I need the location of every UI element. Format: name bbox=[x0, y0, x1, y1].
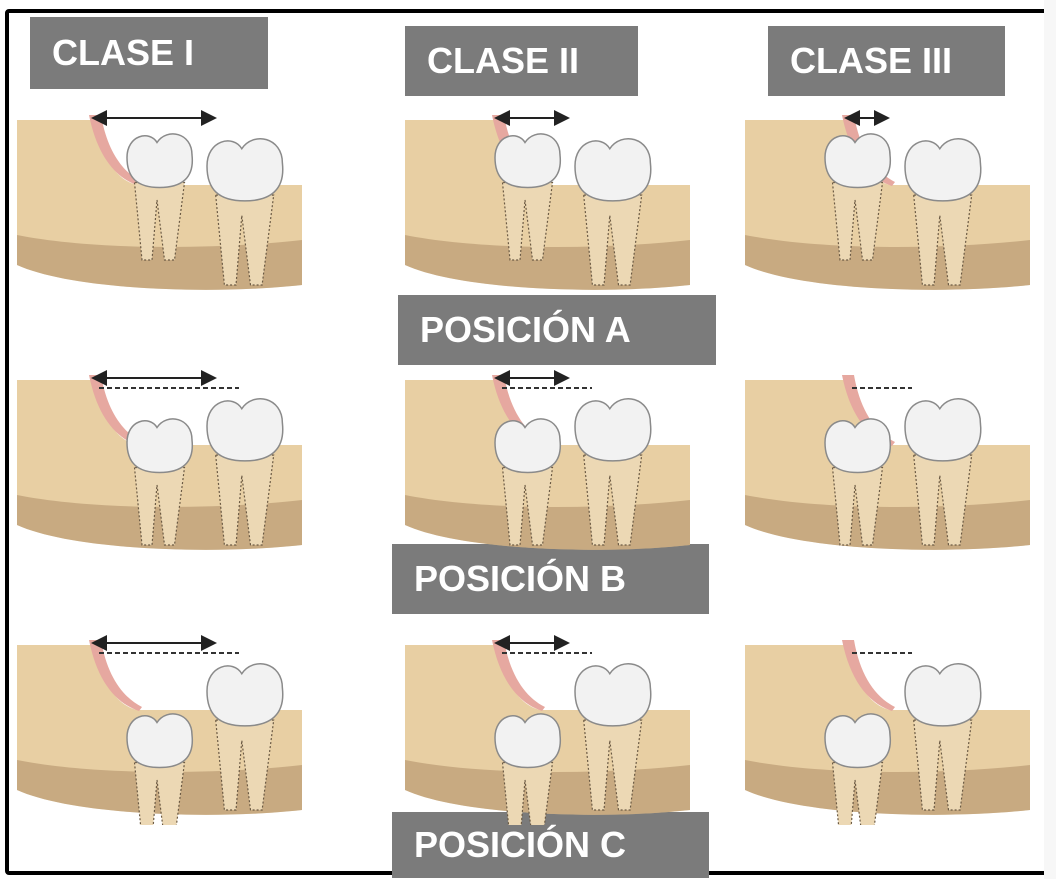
third-molar-crown bbox=[127, 134, 192, 188]
second-molar-crown bbox=[207, 139, 283, 201]
illustration-canvas bbox=[400, 100, 700, 300]
tooth-illustration-clase-3-posicion-c bbox=[740, 625, 1040, 825]
label-clase-1: CLASE I bbox=[30, 17, 268, 89]
second-molar-crown bbox=[905, 399, 981, 461]
tooth-illustration-clase-1-posicion-a bbox=[12, 100, 312, 300]
tooth-illustration-clase-3-posicion-a bbox=[740, 100, 1040, 300]
tooth-illustration-clase-2-posicion-c bbox=[400, 625, 700, 825]
illustration-canvas bbox=[740, 625, 1040, 825]
tooth-illustration-clase-2-posicion-a bbox=[400, 100, 700, 300]
third-molar-crown bbox=[127, 714, 192, 768]
third-molar-crown bbox=[825, 419, 890, 473]
third-molar-root bbox=[503, 763, 553, 826]
third-molar-crown bbox=[127, 419, 192, 473]
second-molar-crown bbox=[207, 399, 283, 461]
illustration-canvas bbox=[12, 100, 312, 300]
right-edge-strip bbox=[1044, 0, 1056, 879]
tooth-illustration-clase-3-posicion-b bbox=[740, 360, 1040, 560]
illustration-canvas bbox=[400, 625, 700, 825]
tooth-illustration-clase-2-posicion-b bbox=[400, 360, 700, 560]
second-molar-crown bbox=[905, 139, 981, 201]
third-molar-crown bbox=[825, 714, 890, 768]
second-molar-crown bbox=[207, 664, 283, 726]
second-molar-crown bbox=[575, 664, 651, 726]
label-clase-2: CLASE II bbox=[405, 26, 638, 96]
second-molar-crown bbox=[575, 139, 651, 201]
illustration-canvas bbox=[12, 360, 312, 560]
third-molar-root bbox=[135, 763, 185, 826]
third-molar-crown bbox=[825, 134, 890, 188]
third-molar-crown bbox=[495, 134, 560, 188]
label-clase-3: CLASE III bbox=[768, 26, 1005, 96]
illustration-canvas bbox=[400, 360, 700, 560]
illustration-canvas bbox=[740, 100, 1040, 300]
label-posicion-a: POSICIÓN A bbox=[398, 295, 716, 365]
third-molar-crown bbox=[495, 419, 560, 473]
second-molar-crown bbox=[575, 399, 651, 461]
illustration-canvas bbox=[740, 360, 1040, 560]
tooth-illustration-clase-1-posicion-c bbox=[12, 625, 312, 825]
illustration-canvas bbox=[12, 625, 312, 825]
tooth-illustration-clase-1-posicion-b bbox=[12, 360, 312, 560]
second-molar-crown bbox=[905, 664, 981, 726]
third-molar-root bbox=[833, 763, 883, 826]
third-molar-crown bbox=[495, 714, 560, 768]
